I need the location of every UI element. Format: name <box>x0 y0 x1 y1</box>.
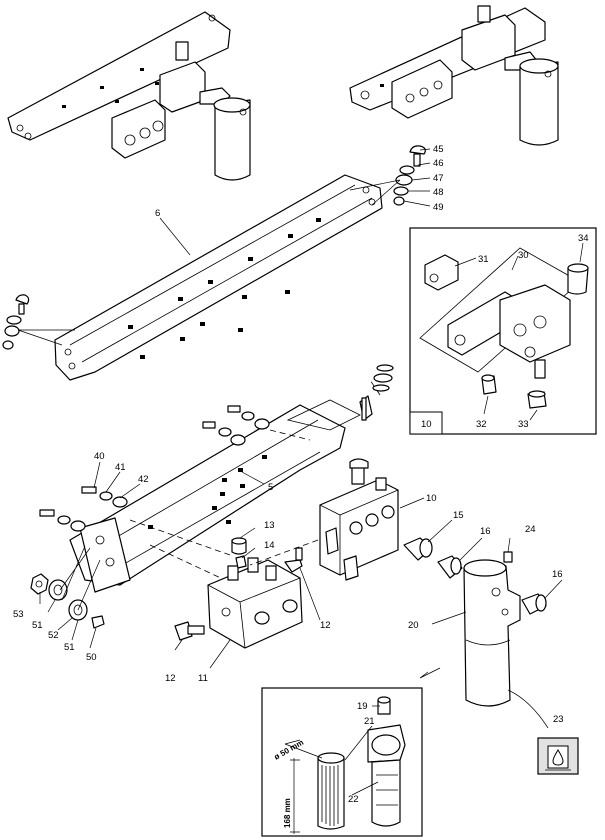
detail-box-valve <box>409 227 597 435</box>
callout-41: 41 <box>115 462 126 473</box>
callout-52: 52 <box>48 630 59 641</box>
callout-10: 10 <box>426 493 437 504</box>
overview-assembly-right <box>349 5 559 146</box>
callout-53: 53 <box>13 609 24 620</box>
callout-47: 47 <box>433 173 444 184</box>
callout-14: 14 <box>264 540 275 551</box>
main-bracket-6 <box>54 174 383 381</box>
length-dimension: 168 mm <box>283 798 292 828</box>
fastener-stack-45-49 <box>349 145 431 207</box>
callout-51-a: 51 <box>32 620 43 631</box>
callout-11: 11 <box>198 673 208 684</box>
callout-16-b: 16 <box>552 569 563 580</box>
mounting-bracket-5 <box>39 379 381 593</box>
valve-assembly-10 <box>249 458 425 581</box>
callout-13: 13 <box>264 520 275 531</box>
fittings-15-16 <box>403 519 563 615</box>
callout-22: 22 <box>348 794 359 805</box>
callout-6: 6 <box>155 208 160 219</box>
bolt-stack-top <box>359 364 394 421</box>
callout-23: 23 <box>553 714 564 725</box>
callout-30: 30 <box>518 250 529 261</box>
callout-24: 24 <box>525 524 536 535</box>
callout-50: 50 <box>86 652 97 663</box>
callout-12-right: 12 <box>320 620 331 631</box>
callout-42: 42 <box>138 474 149 485</box>
callout-45: 45 <box>433 144 444 155</box>
callout-labels: 45 46 47 48 49 6 31 30 34 10 32 33 40 41… <box>13 144 589 805</box>
callout-21: 21 <box>364 716 375 727</box>
callout-51-b: 51 <box>64 642 75 653</box>
callout-15: 15 <box>453 510 464 521</box>
callout-19: 19 <box>357 701 368 712</box>
hardware-50-53 <box>30 545 105 649</box>
fastener-stack-left <box>2 294 75 350</box>
callout-48: 48 <box>433 187 444 198</box>
overview-assembly-left <box>7 11 251 181</box>
callout-49: 49 <box>433 202 444 213</box>
callout-10-detail: 10 <box>421 419 432 430</box>
filter-detail-box <box>261 687 423 837</box>
filter-housing-20 <box>419 559 549 729</box>
callout-20: 20 <box>408 620 419 631</box>
valve-block-11 <box>174 527 321 669</box>
oil-symbol-23 <box>537 737 579 775</box>
callout-33: 33 <box>518 419 529 430</box>
callout-32: 32 <box>476 419 487 430</box>
callout-40: 40 <box>94 451 105 462</box>
callout-12-left: 12 <box>165 673 176 684</box>
callout-5: 5 <box>268 482 273 493</box>
callout-34: 34 <box>578 233 589 244</box>
callout-16-a: 16 <box>480 526 491 537</box>
callout-46: 46 <box>433 158 444 169</box>
callout-31: 31 <box>478 254 489 265</box>
